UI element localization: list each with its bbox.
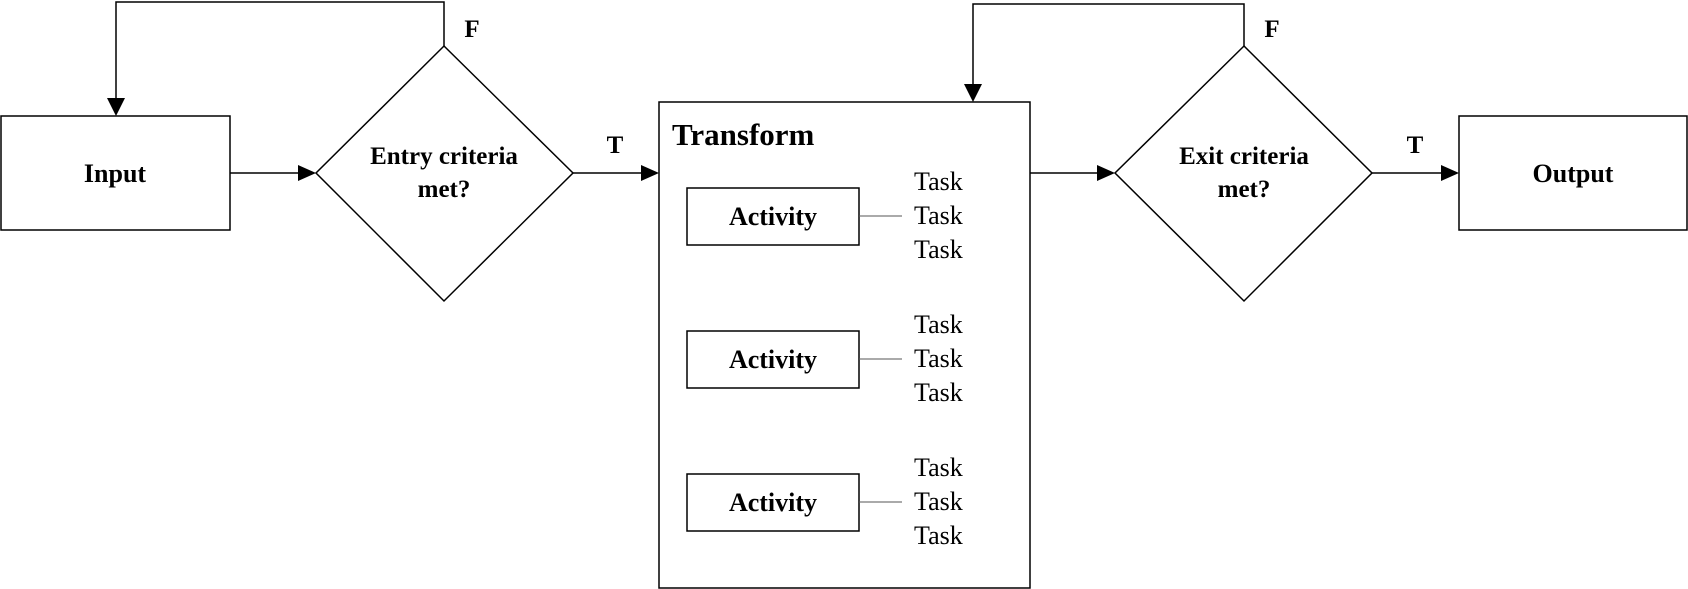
arrowhead-output [1441, 165, 1459, 181]
entry-false-label: F [464, 16, 479, 43]
activity-box [686, 187, 860, 246]
exit-false-label: F [1264, 16, 1279, 43]
activity-group-1: Activity Task Task Task [686, 167, 963, 264]
task-label: Task [914, 521, 963, 550]
input-node: Input [0, 115, 231, 231]
transform-node: Transform Activity Task Task Task Activi… [658, 101, 1031, 589]
activity-label: Activity [729, 345, 817, 374]
task-label: Task [914, 201, 963, 230]
activity-box [686, 473, 860, 532]
task-label: Task [914, 378, 963, 407]
exit-label-line2: met? [1218, 176, 1271, 203]
activity-group-3: Activity Task Task Task [686, 453, 963, 550]
arrowhead-transform-top [964, 84, 982, 102]
entry-false-loop [115, 1, 445, 98]
arrowhead-exit [1097, 165, 1115, 181]
activity-group-2: Activity Task Task Task [686, 310, 963, 407]
task-label: Task [914, 310, 963, 339]
task-label: Task [914, 167, 963, 196]
activity-box [686, 330, 860, 389]
output-label: Output [1533, 159, 1614, 188]
arrowhead-entry [298, 165, 316, 181]
entry-decision-node: Entry criteria met? [314, 44, 575, 303]
arrowhead-transform [641, 165, 659, 181]
transform-title: Transform [672, 117, 815, 152]
exit-true-label: T [1407, 132, 1424, 159]
output-node: Output [1458, 115, 1688, 231]
exit-diamond [1113, 44, 1374, 303]
input-label: Input [84, 159, 146, 188]
input-box [0, 115, 231, 231]
task-label: Task [914, 344, 963, 373]
entry-label-line2: met? [418, 176, 471, 203]
output-box [1458, 115, 1688, 231]
task-label: Task [914, 453, 963, 482]
entry-label-line1: Entry criteria [370, 143, 518, 170]
arrowhead-input [107, 98, 125, 116]
exit-decision-node: Exit criteria met? [1113, 44, 1374, 303]
exit-label-line1: Exit criteria [1179, 143, 1309, 170]
activity-label: Activity [729, 488, 817, 517]
activity-label: Activity [729, 202, 817, 231]
task-label: Task [914, 235, 963, 264]
entry-true-label: T [607, 132, 624, 159]
exit-false-loop [972, 3, 1245, 84]
task-label: Task [914, 487, 963, 516]
entry-diamond [314, 44, 575, 303]
